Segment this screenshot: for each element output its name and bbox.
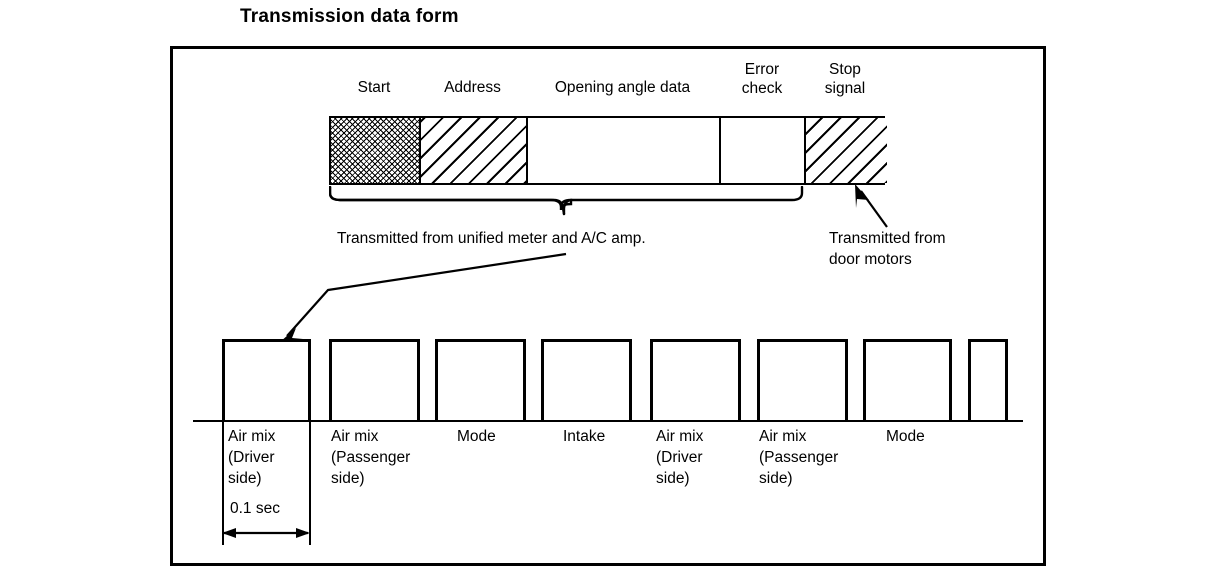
diagram-frame: [170, 46, 1046, 566]
pulse-label-2-line-3: side): [331, 470, 365, 487]
pulse-label-1-line-1: Air mix: [228, 428, 276, 445]
pulse-label-6-line-2: (Passenger: [759, 449, 839, 466]
caption-door-motors-line-2: door motors: [829, 251, 912, 268]
pulse-3: [435, 339, 526, 421]
arrow-to-first-pulse: [270, 252, 570, 349]
duration-dimension-arrow: [220, 524, 314, 547]
arrow-door-motors: [825, 183, 915, 236]
pulse-label-3: Mode: [457, 426, 496, 447]
pulse-6: [757, 339, 848, 421]
pulse-7: [863, 339, 952, 421]
brace-unified-meter: [328, 185, 809, 223]
duration-label-text: 0.1 sec: [230, 500, 280, 517]
dimension-line-right: [309, 421, 311, 545]
segment-label-error-check-line-1: Error: [744, 61, 780, 78]
segment-label-address-line-1: Address: [444, 79, 501, 96]
segment-label-stop-signal-line-2: signal: [824, 80, 866, 97]
pulse-label-6: Air mix (Passenger side): [759, 426, 838, 489]
pulse-label-1: Air mix (Driver side): [228, 426, 275, 489]
pulse-5: [650, 339, 741, 421]
pulse-label-6-line-1: Air mix: [759, 428, 807, 445]
page-title: Transmission data form: [240, 6, 459, 27]
caption-unified-meter-text: Transmitted from unified meter and A/C a…: [337, 230, 646, 247]
segment-label-opening-angle-data: Opening angle data: [526, 78, 719, 97]
bar-segment-stop-signal: [806, 118, 887, 183]
bar-segment-opening-angle-data: [528, 118, 721, 183]
bar-segment-start: [331, 118, 421, 183]
bar-segment-address: [421, 118, 528, 183]
segment-label-error-check: Error check: [716, 60, 808, 98]
pulse-baseline: [193, 420, 1023, 422]
transmission-data-bar: [329, 116, 887, 185]
segment-label-start: Start: [329, 78, 419, 97]
pulse-label-2: Air mix (Passenger side): [331, 426, 410, 489]
pulse-2: [329, 339, 420, 421]
pulse-label-4-line-1: Intake: [563, 428, 606, 445]
segment-label-address: Address: [419, 78, 526, 97]
pulse-label-1-line-3: side): [228, 470, 262, 487]
pulse-label-7-line-1: Mode: [886, 428, 925, 445]
pulse-label-2-line-1: Air mix: [331, 428, 379, 445]
pulse-label-5-line-1: Air mix: [656, 428, 704, 445]
pulse-label-2-line-2: (Passenger: [331, 449, 411, 466]
duration-label: 0.1 sec: [230, 498, 280, 519]
pulse-label-3-line-1: Mode: [457, 428, 496, 445]
segment-label-stop-signal: Stop signal: [801, 60, 889, 98]
pulse-label-5: Air mix (Driver side): [656, 426, 703, 489]
segment-label-error-check-line-2: check: [741, 80, 783, 97]
segment-label-start-line-1: Start: [357, 79, 391, 96]
pulse-label-4: Intake: [563, 426, 605, 447]
pulse-label-1-line-2: (Driver: [228, 449, 275, 466]
dimension-line-left: [222, 421, 224, 545]
pulse-8: [968, 339, 1008, 421]
caption-unified-meter: Transmitted from unified meter and A/C a…: [337, 228, 646, 249]
pulse-label-5-line-3: side): [656, 470, 690, 487]
pulse-4: [541, 339, 632, 421]
caption-door-motors: Transmitted from door motors: [829, 228, 946, 270]
pulse-label-6-line-3: side): [759, 470, 793, 487]
pulse-label-7: Mode: [886, 426, 925, 447]
segment-label-stop-signal-line-1: Stop: [829, 61, 861, 78]
pulse-1: [222, 339, 311, 421]
segment-label-opening-angle-data-line-1: Opening angle data: [554, 79, 691, 96]
pulse-label-5-line-2: (Driver: [656, 449, 703, 466]
caption-door-motors-line-1: Transmitted from: [829, 230, 946, 247]
bar-segment-error-check: [721, 118, 806, 183]
